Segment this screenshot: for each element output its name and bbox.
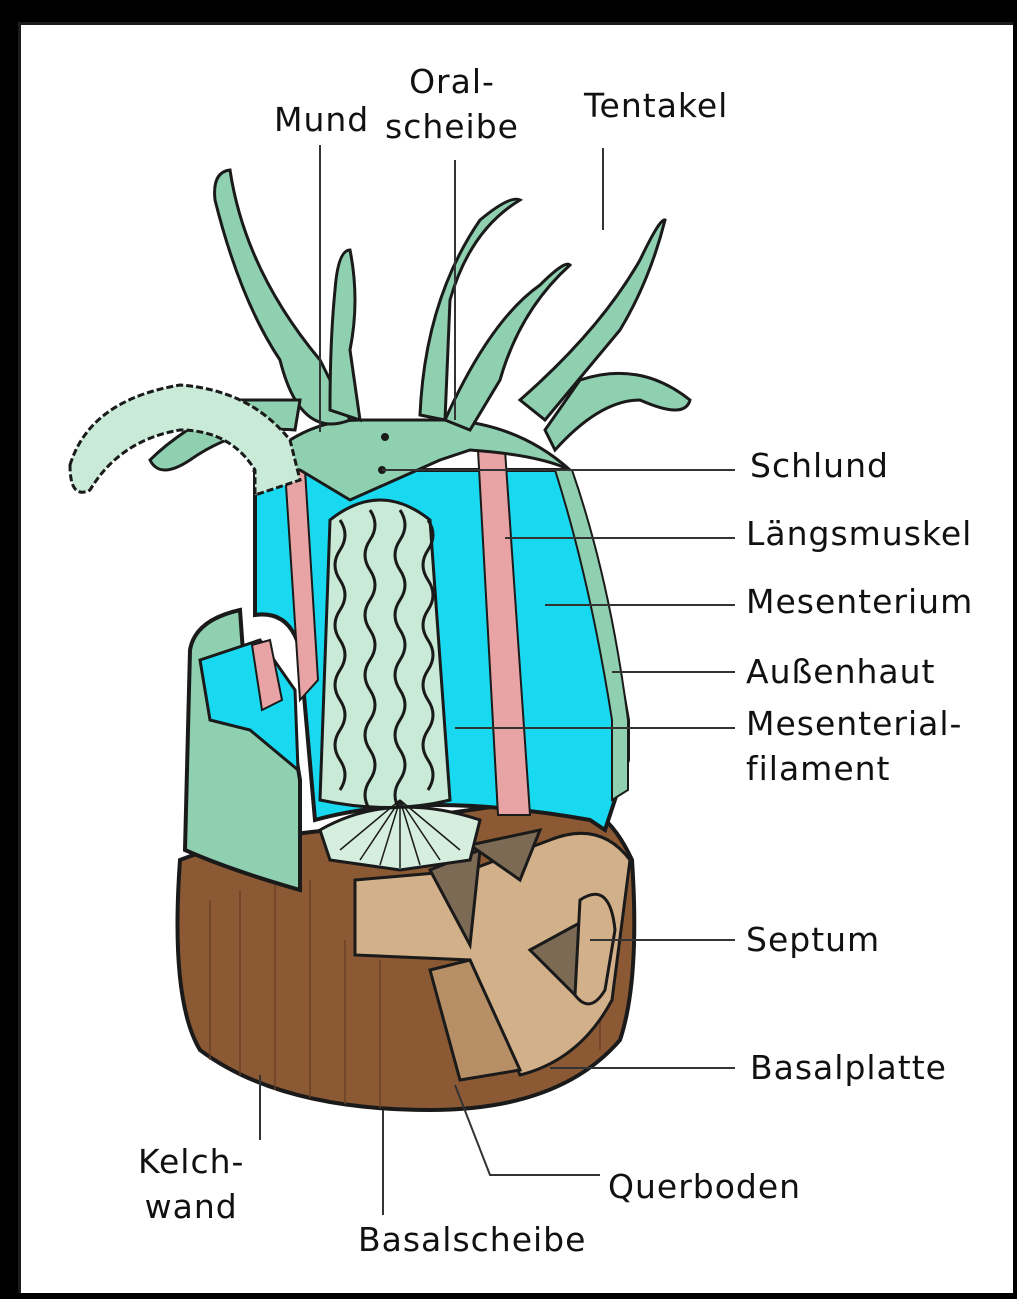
label-oral-scheibe: Oral- scheibe <box>385 60 519 149</box>
label-septum: Septum <box>746 918 880 963</box>
label-mesenterialfilament: Mesenterial- filament <box>746 702 962 791</box>
label-basalscheibe: Basalscheibe <box>358 1218 586 1263</box>
label-schlund: Schlund <box>750 444 889 489</box>
label-mund: Mund <box>274 98 369 143</box>
tentacle-2 <box>330 250 360 420</box>
label-kelchwand: Kelch- wand <box>138 1140 244 1229</box>
label-laengsmuskel: Längsmuskel <box>746 512 972 557</box>
label-basalplatte: Basalplatte <box>750 1046 947 1091</box>
label-mesenterium: Mesenterium <box>746 580 973 625</box>
label-tentakel: Tentakel <box>584 84 728 129</box>
label-querboden: Querboden <box>608 1165 801 1210</box>
oral-disc-and-tentacles <box>70 170 690 500</box>
polyp-column <box>255 450 628 870</box>
label-aussenhaut: Außenhaut <box>746 650 936 695</box>
cut-body-wall <box>185 610 300 890</box>
